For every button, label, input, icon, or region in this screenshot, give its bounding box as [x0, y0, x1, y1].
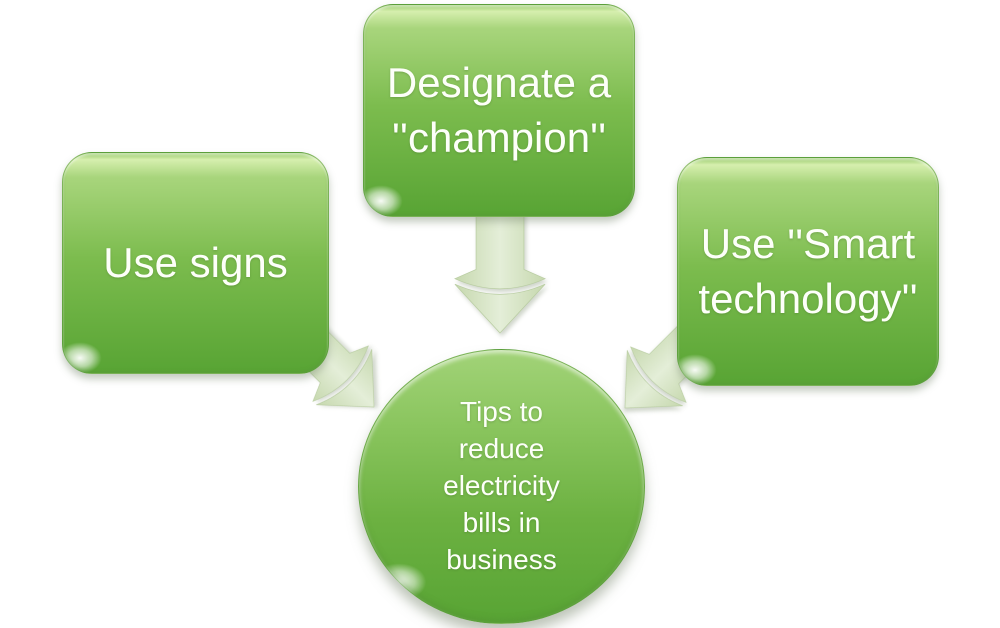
node-label-line: technology'': [698, 274, 918, 322]
down-arrow-icon: [454, 205, 546, 334]
center-label-line: electricity: [443, 470, 560, 502]
node-box-use-signs: Use signs: [62, 152, 329, 374]
center-label-line: business: [446, 543, 557, 575]
node-label-line: Designate a: [386, 58, 612, 106]
node-box-designate-champion: Designate a ''champion'': [363, 4, 635, 217]
center-label-line: Tips to: [460, 396, 543, 428]
node-label-line: ''champion'': [391, 113, 607, 161]
node-label-line: Use ''Smart: [700, 219, 916, 267]
center-label-line: reduce: [458, 433, 545, 465]
node-circle-center: Tips to reduce electricity bills in busi…: [358, 349, 645, 624]
node-label: Use signs: [103, 238, 288, 286]
center-label-line: bills in: [462, 506, 541, 538]
node-box-smart-technology: Use ''Smart technology'': [677, 157, 939, 386]
